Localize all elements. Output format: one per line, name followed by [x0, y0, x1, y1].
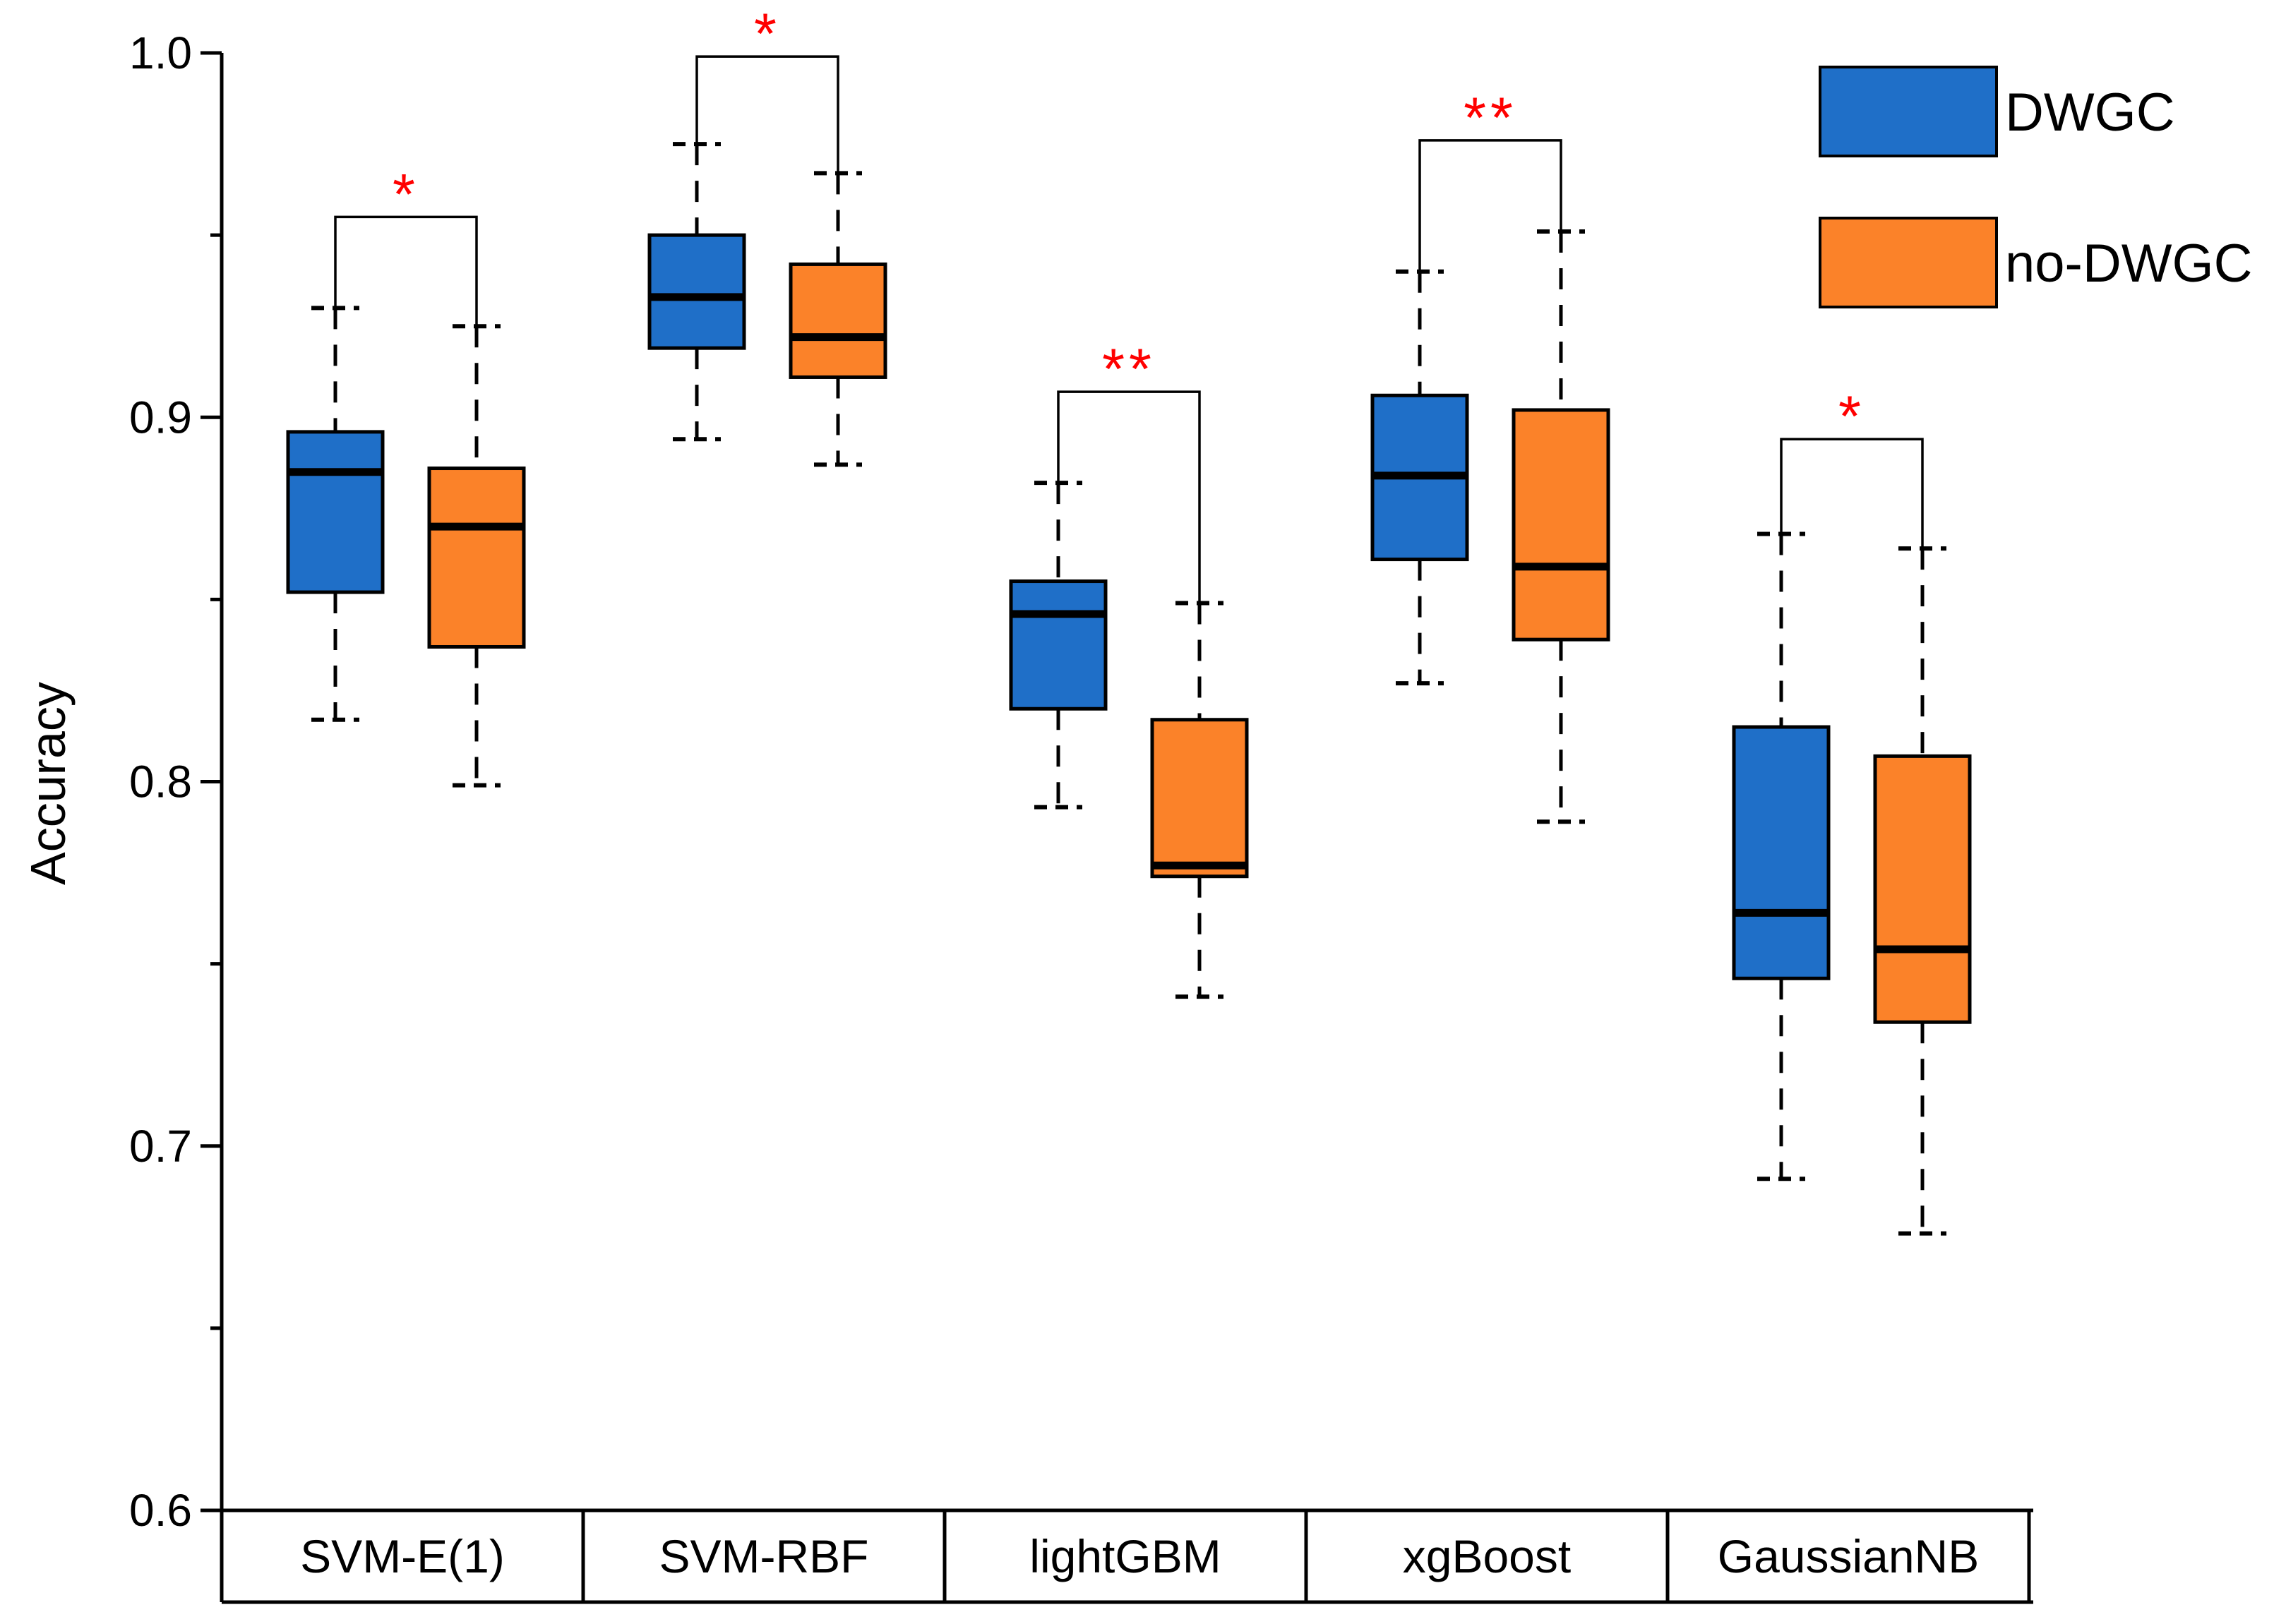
box-iqr	[789, 262, 887, 379]
legend-item: no-DWGC	[1819, 217, 2252, 308]
bracket-line	[695, 55, 839, 172]
box-no-dwgc-gaussiannb	[1873, 546, 1972, 1236]
significance-label: **	[1464, 86, 1517, 150]
category-label: SVM-E(1)	[300, 1530, 505, 1582]
legend-swatch	[1819, 66, 1998, 157]
box-iqr	[647, 233, 746, 350]
legend-swatch	[1819, 217, 1998, 308]
bracket-line	[1418, 139, 1562, 270]
bracket-line	[1057, 390, 1201, 602]
box-no-dwgc-xgboost	[1512, 229, 1610, 824]
box-iqr	[286, 430, 385, 594]
significance-bracket: **	[1057, 337, 1201, 602]
legend-label: no-DWGC	[2005, 234, 2252, 294]
box-iqr	[1150, 718, 1249, 879]
box-dwgc-xgboost	[1370, 269, 1469, 686]
box-dwgc-lightgbm	[1009, 481, 1108, 810]
y-tick-label: 0.6	[129, 1485, 192, 1536]
boxes	[286, 142, 1972, 1236]
legend: DWGC no-DWGC	[1819, 66, 2252, 308]
significance-bracket: *	[334, 162, 478, 325]
category-label: lightGBM	[1029, 1530, 1221, 1582]
y-tick-label: 1.0	[129, 28, 192, 78]
y-tick-label: 0.7	[129, 1121, 192, 1172]
box-no-dwgc-lightgbm	[1150, 601, 1249, 999]
y-axis-label: Accuracy	[20, 682, 76, 885]
box-iqr	[1009, 579, 1108, 711]
category-label: GaussianNB	[1718, 1530, 1980, 1582]
legend-item: DWGC	[1819, 66, 2175, 157]
box-dwgc-gaussiannb	[1732, 531, 1831, 1181]
category-label: SVM-RBF	[659, 1530, 869, 1582]
category-label: xgBoost	[1403, 1530, 1571, 1582]
box-iqr	[427, 467, 526, 649]
box-no-dwgc-svm-rbf	[789, 171, 887, 467]
y-tick-label: 0.8	[129, 757, 192, 807]
significance-label: *	[1838, 385, 1865, 449]
box-iqr	[1732, 725, 1831, 980]
bracket-line	[1780, 438, 1924, 548]
significance-bracket: **	[1418, 86, 1562, 270]
box-dwgc-svm-e-1-	[286, 306, 385, 722]
legend-label: DWGC	[2005, 83, 2175, 143]
significance-markers: *******	[334, 2, 1924, 602]
y-tick-label: 0.9	[129, 392, 192, 443]
bracket-line	[334, 215, 478, 325]
box-iqr	[1873, 754, 1972, 1024]
significance-bracket: *	[1780, 385, 1924, 548]
box-no-dwgc-svm-e-1-	[427, 324, 526, 788]
significance-label: *	[754, 2, 781, 66]
box-dwgc-svm-rbf	[647, 142, 746, 442]
significance-label: **	[1102, 337, 1156, 402]
box-iqr	[1512, 408, 1610, 642]
significance-label: *	[393, 162, 419, 227]
significance-bracket: *	[695, 2, 839, 172]
